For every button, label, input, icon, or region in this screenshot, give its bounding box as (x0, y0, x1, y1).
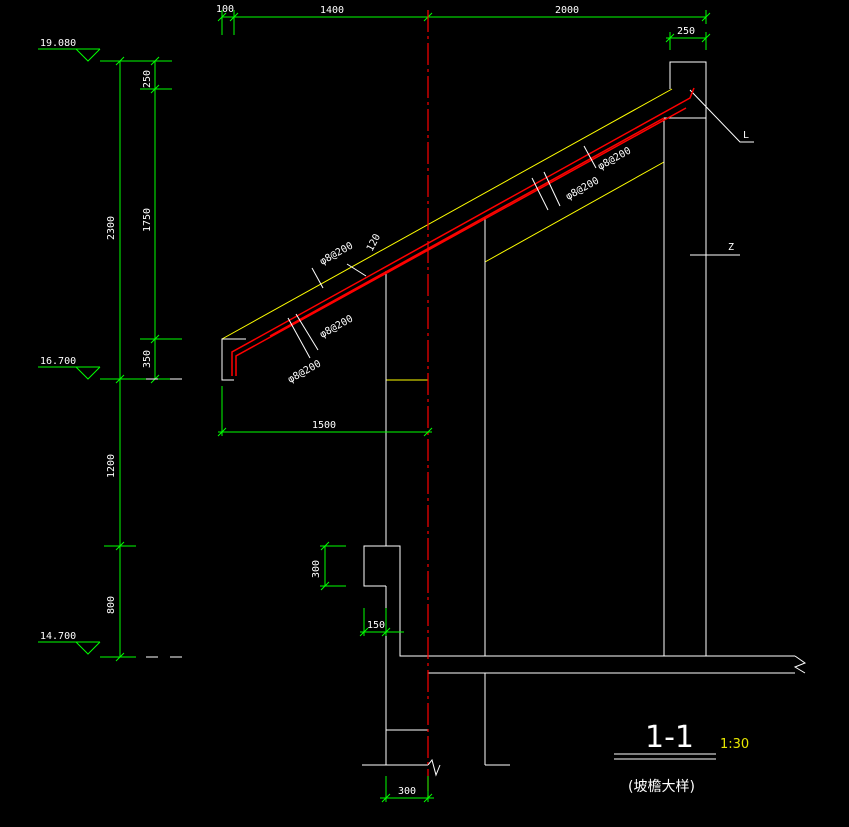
elevation-19080-label: 19.080 (40, 38, 76, 49)
dim-1200-label: 1200 (106, 454, 117, 478)
elevation-markers (38, 48, 101, 655)
rebar-label-top-lower-2: φ8@200 (286, 358, 323, 385)
dim-800-label: 800 (106, 596, 117, 614)
elevation-14700-label: 14.700 (40, 631, 76, 642)
rebar-callout-leaders (287, 145, 597, 359)
section-scale: 1:30 (720, 737, 749, 752)
left-dimension-dashes (146, 378, 182, 658)
dim-100-label: 100 (216, 4, 234, 15)
dim-1750-label: 1750 (142, 208, 153, 232)
sloped-roof-slab (221, 88, 673, 381)
dim-250-top-label: 250 (677, 26, 695, 37)
dim-300-vertical-label: 300 (311, 560, 322, 578)
rebar-label-top-lower-1: φ8@200 (318, 313, 355, 340)
section-title: 1-1 (645, 720, 694, 755)
dim-1400-label: 1400 (320, 5, 344, 16)
concrete-structure (221, 61, 807, 766)
lower-dimensions (217, 386, 434, 803)
break-symbol (427, 758, 441, 777)
dim-300-horizontal-label: 300 (398, 786, 416, 797)
column-callout-label: Z (728, 242, 734, 253)
title-block: 1-1 1:30 (坡檐大样) (614, 720, 749, 795)
dim-350-label: 350 (142, 350, 153, 368)
rebar-label-right-b: φ8@200 (596, 145, 633, 172)
rebar-label-right-a: φ8@200 (564, 175, 601, 202)
left-dimension-chains (100, 56, 182, 662)
section-subtitle: (坡檐大样) (628, 779, 695, 795)
top-dimension-chain (217, 10, 711, 50)
rebar-label-top-upper-dim: 120 (365, 232, 383, 253)
rebar-label-top-upper: φ8@200 (318, 240, 355, 267)
dim-2300-label: 2300 (106, 216, 117, 240)
elevation-16700-label: 16.700 (40, 356, 76, 367)
dim-1500-label: 1500 (312, 420, 336, 431)
dim-2000-label: 2000 (555, 5, 579, 16)
rebar-reinforcement (231, 87, 695, 376)
dim-250-left-label: 250 (142, 70, 153, 88)
beam-callout-label: L (743, 130, 749, 141)
dim-150-label: 150 (367, 620, 385, 631)
